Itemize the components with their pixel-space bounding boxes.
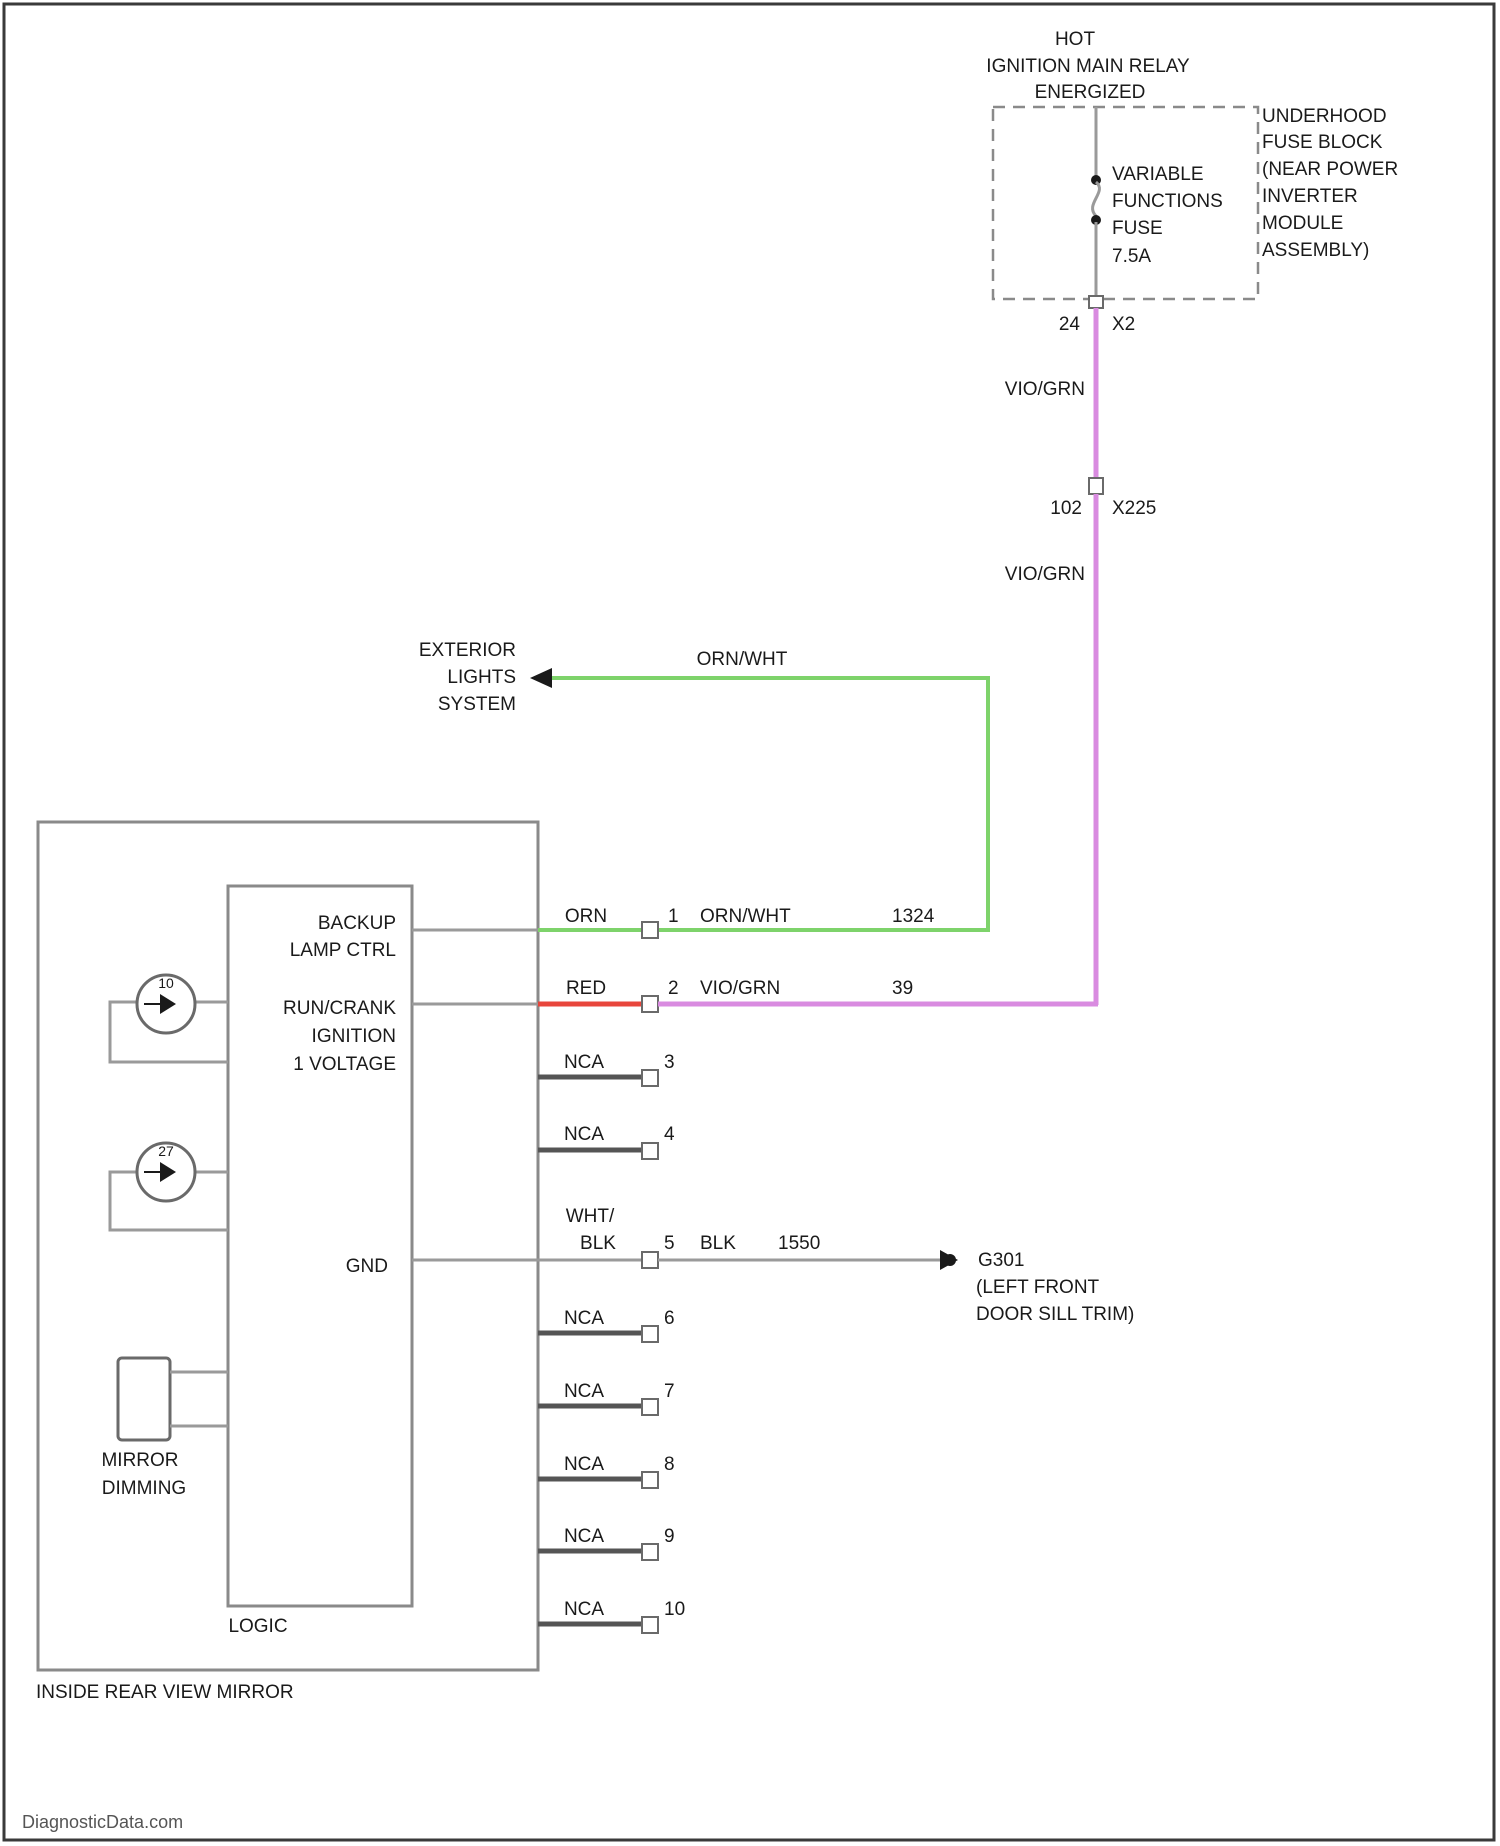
exterior-lights-arrow xyxy=(530,668,552,688)
pin4-number: 4 xyxy=(664,1124,675,1145)
pin1-number: 1 xyxy=(668,906,679,927)
pin10-color: NCA xyxy=(564,1599,604,1620)
connector-x225 xyxy=(1089,478,1103,494)
pin4-color: NCA xyxy=(564,1124,604,1145)
backup-lamp-label-line1: BACKUP xyxy=(318,913,396,934)
exterior-label-line1: EXTERIOR xyxy=(419,640,516,661)
mirror-dimming-label-line2: DIMMING xyxy=(102,1478,186,1499)
green-wire-color-top: ORN/WHT xyxy=(697,649,788,670)
pin10-connector xyxy=(642,1617,658,1633)
pin1-connector xyxy=(642,922,658,938)
pin2-number: 2 xyxy=(668,978,679,999)
pin3-number: 3 xyxy=(664,1052,675,1073)
exterior-label-line3: SYSTEM xyxy=(438,694,516,715)
pin4-connector xyxy=(642,1143,658,1159)
ignition-label-line3: 1 VOLTAGE xyxy=(293,1054,396,1075)
fuse-symbol xyxy=(1093,182,1100,216)
pin2-internal-color: RED xyxy=(566,978,606,999)
green-wire-exterior xyxy=(552,678,988,930)
pin2-circuit: 39 xyxy=(892,978,913,999)
fuse-block-line2: FUSE BLOCK xyxy=(1262,132,1383,153)
pin5-external-color: BLK xyxy=(700,1233,736,1254)
ground-id: G301 xyxy=(978,1250,1024,1271)
ignition-label-line2: IGNITION xyxy=(312,1026,396,1047)
pin7-connector xyxy=(642,1399,658,1415)
pin6-number: 6 xyxy=(664,1308,675,1329)
pin2-external-color: VIO/GRN xyxy=(700,978,780,999)
pin7-number: 7 xyxy=(664,1381,675,1402)
light-sensor-2-number: 27 xyxy=(158,1143,174,1159)
pin6-connector xyxy=(642,1326,658,1342)
backup-lamp-label-line2: LAMP CTRL xyxy=(290,940,396,961)
logic-box xyxy=(228,886,412,1606)
logic-label: LOGIC xyxy=(228,1616,287,1637)
pin1-external-color: ORN/WHT xyxy=(700,906,791,927)
pin5-number: 5 xyxy=(664,1233,675,1254)
pin5-connector xyxy=(642,1252,658,1268)
violet-wire-color-lower: VIO/GRN xyxy=(1005,564,1085,585)
pin8-number: 8 xyxy=(664,1454,675,1475)
pin10-number: 10 xyxy=(664,1599,685,1620)
pin9-number: 9 xyxy=(664,1526,675,1547)
fuse-pin-number: 24 xyxy=(1059,314,1081,335)
fuse-block-line5: MODULE xyxy=(1262,213,1343,234)
ground-location-line2: DOOR SILL TRIM) xyxy=(976,1304,1134,1325)
pin7-color: NCA xyxy=(564,1381,604,1402)
mirror-dimming-icon xyxy=(118,1358,170,1440)
violet-wire-color-upper: VIO/GRN xyxy=(1005,379,1085,400)
pin3-color: NCA xyxy=(564,1052,604,1073)
fuse-block-line1: UNDERHOOD xyxy=(1262,106,1387,127)
fuse-name-line1: VARIABLE xyxy=(1112,164,1204,185)
mirror-outline xyxy=(38,822,538,1670)
inline-pin-number: 102 xyxy=(1050,498,1082,519)
pin8-color: NCA xyxy=(564,1454,604,1475)
fuse-block-line4: INVERTER xyxy=(1262,186,1358,207)
pin5-internal-color-line1: WHT/ xyxy=(566,1206,615,1227)
fuse-connector-id: X2 xyxy=(1112,314,1135,335)
pin9-color: NCA xyxy=(564,1526,604,1547)
pin5-circuit: 1550 xyxy=(778,1233,820,1254)
fuse-name-line2: FUNCTIONS xyxy=(1112,191,1223,212)
pin9-connector xyxy=(642,1544,658,1560)
pin2-connector xyxy=(642,996,658,1012)
mirror-title: INSIDE REAR VIEW MIRROR xyxy=(36,1682,294,1703)
hot-label: HOT xyxy=(1055,29,1096,50)
pin8-connector xyxy=(642,1472,658,1488)
pin1-circuit: 1324 xyxy=(892,906,935,927)
connector-x2 xyxy=(1089,296,1103,308)
ignition-label-line1: RUN/CRANK xyxy=(283,998,396,1019)
mirror-dimming-label-line1: MIRROR xyxy=(101,1450,178,1471)
pin3-connector xyxy=(642,1070,658,1086)
light-sensor-1-number: 10 xyxy=(158,975,174,991)
fuse-name-line3: FUSE xyxy=(1112,218,1163,239)
inline-connector-id: X225 xyxy=(1112,498,1156,519)
ground-point-icon xyxy=(944,1254,956,1266)
pin1-internal-color: ORN xyxy=(565,906,607,927)
hot-energized-label: ENERGIZED xyxy=(1035,82,1146,103)
watermark: DiagnosticData.com xyxy=(22,1812,183,1832)
pin6-color: NCA xyxy=(564,1308,604,1329)
ground-pin-label: GND xyxy=(346,1256,388,1277)
fuse-block-line3: (NEAR POWER xyxy=(1262,159,1398,180)
ground-location-line1: (LEFT FRONT xyxy=(976,1277,1100,1298)
fuse-block-line6: ASSEMBLY) xyxy=(1262,240,1369,261)
hot-relay-label: IGNITION MAIN RELAY xyxy=(986,56,1190,77)
exterior-label-line2: LIGHTS xyxy=(447,667,516,688)
fuse-rating: 7.5A xyxy=(1112,246,1151,267)
pin5-internal-color-line2: BLK xyxy=(580,1233,616,1254)
